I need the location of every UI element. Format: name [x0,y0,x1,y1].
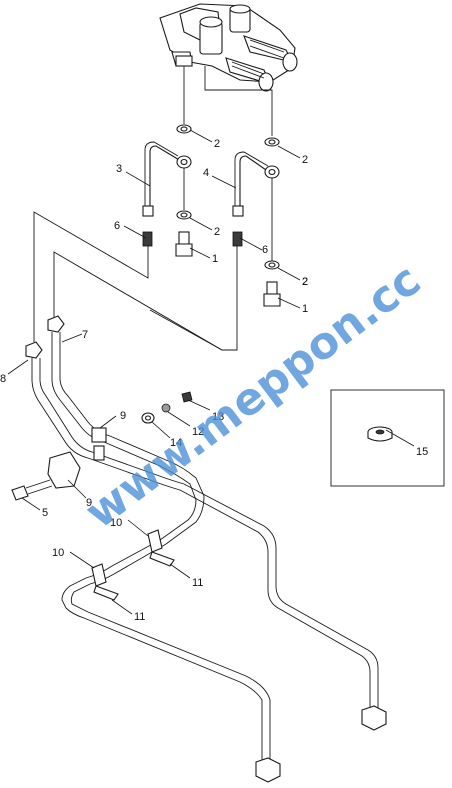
inset-box [330,389,445,487]
callout-15: 15 [416,446,428,458]
callout-10: 10 [52,547,64,559]
callout-7: 7 [82,329,88,341]
callout-14: 14 [170,437,182,449]
callout-12: 12 [192,426,204,438]
watermark: www.meppon.cc [76,254,430,538]
tube-pair [31,332,387,783]
callout-9: 9 [120,410,126,422]
washers [141,391,193,424]
callout-2: 2 [214,226,220,238]
leaders [7,129,415,615]
flare-nuts [25,315,65,359]
callout-2: 2 [302,276,308,288]
callouts: 2 2 3 4 2 6 2 1 6 2 1 7 8 9 13 12 14 5 9… [0,138,428,623]
callout-9: 9 [86,497,92,509]
callout-11: 11 [134,611,145,623]
bolt-5 [11,479,53,501]
callout-11: 11 [192,577,203,589]
callout-2: 2 [302,276,308,288]
brake-lines [33,211,238,351]
callout-13: 13 [212,411,224,423]
callout-1: 1 [302,303,308,315]
clamps [47,427,175,601]
callout-4: 4 [203,167,209,179]
callout-2: 2 [302,154,308,166]
callout-5: 5 [42,507,48,519]
upper-lines [142,66,281,307]
callout-8: 8 [0,373,6,385]
callout-3: 3 [116,163,122,175]
valve-block [159,3,298,92]
callout-1: 1 [212,253,218,265]
callout-10: 10 [110,517,122,529]
callout-2: 2 [214,138,220,150]
callout-6: 6 [114,220,120,232]
callout-6: 6 [262,244,268,256]
